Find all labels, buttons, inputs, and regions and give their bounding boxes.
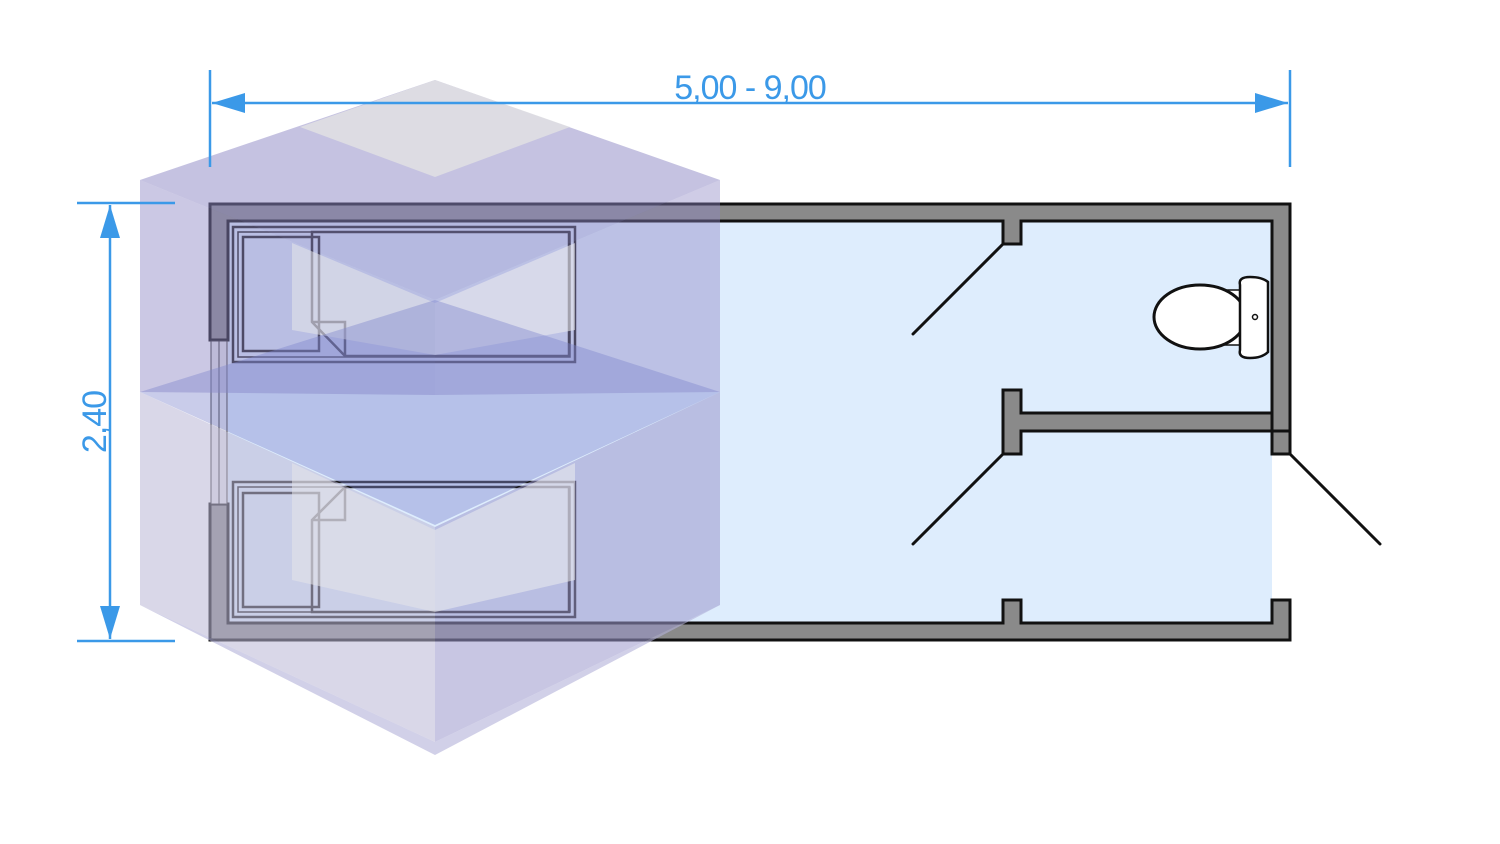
toilet-room-door [911,242,1005,336]
cube-upper-top-face [140,80,720,300]
dimension-length [208,70,1292,167]
exterior-door [1288,452,1382,546]
hall-inner-door [911,452,1005,546]
cube-lower-right-face [435,392,720,742]
arrow-up-icon [100,205,120,238]
arrow-right-icon [1255,93,1288,113]
arrow-left-icon [212,93,245,113]
width-label: 2,40 [76,391,114,453]
dimension-width [77,201,175,643]
isometric-cube-overlay [140,80,720,755]
length-label: 5,00 - 9,00 [674,69,826,107]
cube-middle-band [140,300,720,525]
toilet-icon [1152,275,1270,360]
doors [911,242,1382,546]
cube-lower-left-face [140,392,435,742]
arrow-down-icon [100,606,120,639]
